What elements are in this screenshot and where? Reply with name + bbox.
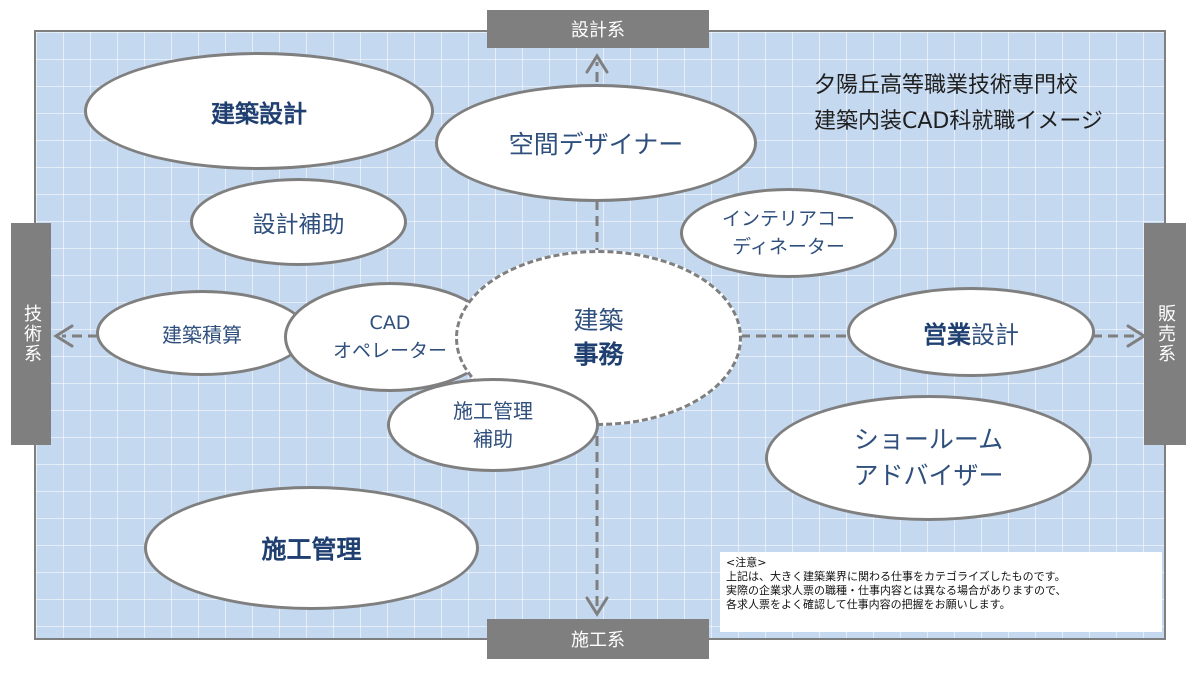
tag-design: 設計系: [487, 10, 709, 48]
job-architectural-design: 建築設計: [84, 52, 434, 170]
job-construction-office: 建築 事務: [455, 250, 742, 426]
note-line3: 各求人票をよく確認して仕事内容の把握をお願いします。: [726, 598, 1011, 611]
arrowhead-left: [53, 324, 74, 348]
job-sales-design: 営業設計: [847, 287, 1095, 377]
job-cost-estimation: 建築積算: [96, 290, 308, 376]
title-line1: 夕陽丘高等職業技術専門校: [814, 73, 1079, 98]
title-line2: 建築内装CAD科就職イメージ: [814, 109, 1103, 134]
arrowhead-up: [585, 53, 609, 74]
note-box: <注意> 上記は、大きく建築業界に関わる仕事をカテゴライズしたものです。 実際の…: [720, 552, 1162, 632]
job-construction-management: 施工管理: [144, 486, 479, 610]
tag-technical: 技術系: [11, 223, 51, 445]
job-space-designer: 空間デザイナー: [435, 84, 757, 202]
job-showroom-advisor: ショールーム アドバイザー: [765, 395, 1092, 521]
arrowhead-down: [585, 596, 609, 617]
job-design-assistant: 設計補助: [190, 178, 407, 266]
tag-sales: 販売系: [1144, 223, 1186, 445]
tag-construction: 施工系: [487, 619, 709, 659]
note-line2: 実際の企業求人票の職種・仕事内容とは異なる場合がありますので、: [726, 584, 1067, 597]
job-construction-mgmt-assistant: 施工管理 補助: [387, 378, 599, 472]
diagram-title: 夕陽丘高等職業技術専門校 建築内装CAD科就職イメージ: [814, 68, 1103, 140]
job-interior-coordinator: インテリアコー ディネーター: [680, 188, 897, 278]
note-line1: 上記は、大きく建築業界に関わる仕事をカテゴライズしたものです。: [726, 570, 1066, 583]
note-heading: <注意>: [726, 556, 767, 569]
